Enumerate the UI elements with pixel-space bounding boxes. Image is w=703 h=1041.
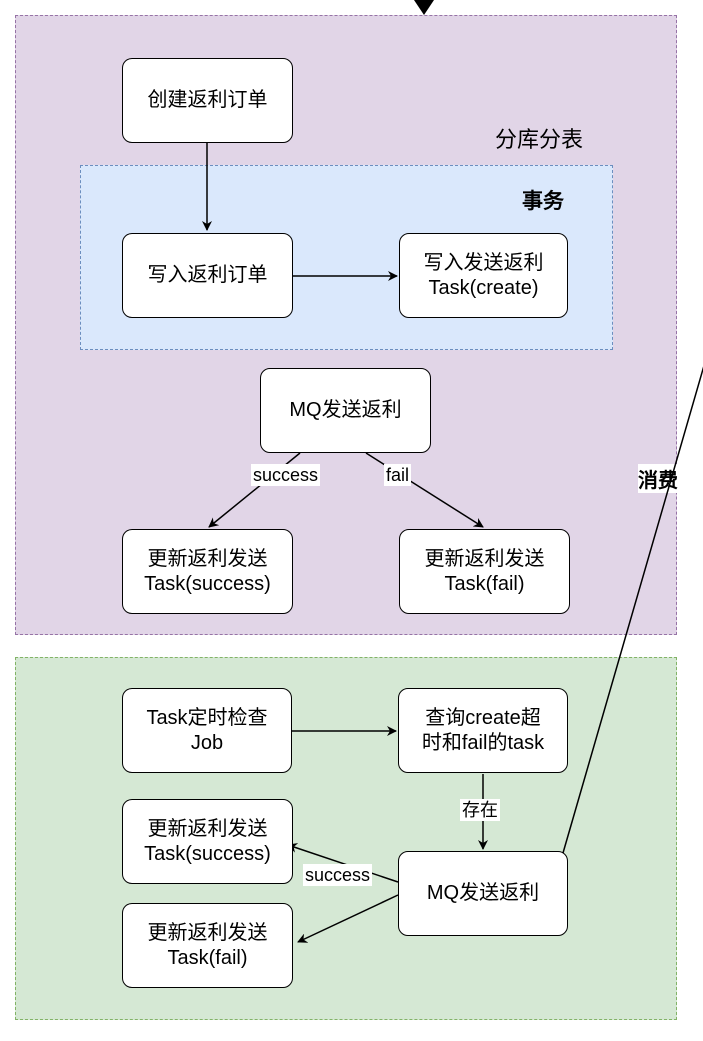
- mq-send-node-top[interactable]: MQ发送返利: [260, 368, 431, 453]
- job-node[interactable]: Task定时检查 Job: [122, 688, 292, 773]
- edge-label-success-bottom: success: [303, 864, 373, 886]
- incoming-arrow-top: [414, 0, 434, 15]
- update-success-node-top[interactable]: 更新返利发送 Task(success): [122, 529, 293, 614]
- consume-edge-label: 消费: [638, 464, 678, 493]
- update-fail-node-top[interactable]: 更新返利发送 Task(fail): [399, 529, 570, 614]
- write-order-node[interactable]: 写入返利订单: [122, 233, 293, 318]
- transaction-group-label: 事务: [522, 190, 564, 213]
- scheduled-job-group: [15, 657, 677, 1020]
- update-fail-node-bottom[interactable]: 更新返利发送 Task(fail): [122, 903, 293, 988]
- edge-label-success-top: success: [251, 464, 321, 486]
- create-order-node[interactable]: 创建返利订单: [122, 58, 293, 143]
- update-success-node-bottom[interactable]: 更新返利发送 Task(success): [122, 799, 293, 884]
- edge-label-exists: 存在: [460, 799, 500, 821]
- query-task-node[interactable]: 查询create超 时和fail的task: [398, 688, 568, 773]
- mq-send-node-bottom[interactable]: MQ发送返利: [398, 851, 568, 936]
- edge-label-fail-top: fail: [384, 464, 412, 486]
- write-task-node[interactable]: 写入发送返利 Task(create): [399, 233, 568, 318]
- sharding-group-label: 分库分表: [495, 127, 584, 152]
